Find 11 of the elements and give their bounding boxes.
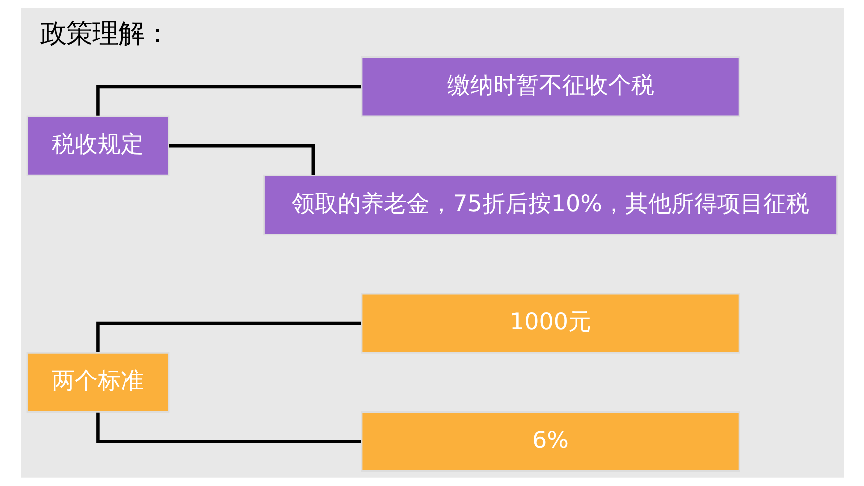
node-box: 缴纳时暂不征收个税 (360, 56, 740, 118)
diagram-title: 政策理解： (40, 19, 170, 50)
node-box: 两个标准 (26, 352, 170, 414)
connector (96, 85, 361, 116)
node-box: 税收规定 (26, 116, 170, 176)
node-box: 6% (360, 411, 740, 472)
node-box: 1000元 (360, 293, 740, 354)
connector (96, 412, 361, 444)
node-box: 领取的养老金，75折后按10%，其他所得项目征税 (262, 174, 838, 236)
connector (96, 322, 361, 352)
connector (168, 144, 315, 175)
